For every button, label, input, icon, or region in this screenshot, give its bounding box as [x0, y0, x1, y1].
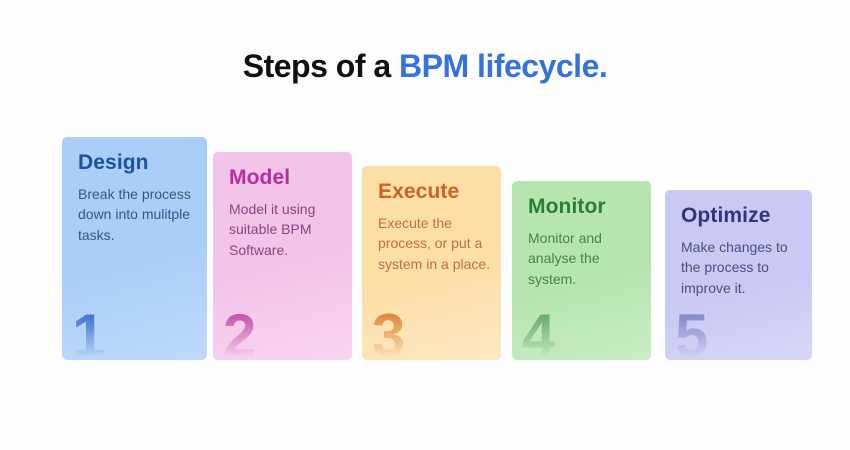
step-title: Execute [378, 180, 460, 203]
step-description: Execute the process, or put a system in … [378, 215, 491, 272]
step-number: 1 [72, 302, 106, 369]
step-number: 2 [223, 302, 257, 369]
step-card-design: Design Break the process down into mulit… [62, 137, 207, 366]
step-card-monitor: Monitor Monitor and analyse the system. … [512, 181, 651, 366]
step-number: 3 [372, 302, 406, 369]
page-title: Steps of a BPM lifecycle. [0, 47, 850, 85]
title-prefix: Steps of a [242, 48, 400, 84]
title-highlight: BPM lifecycle. [399, 48, 608, 84]
step-card-optimize: Optimize Make changes to the process to … [665, 190, 812, 366]
step-card-model: Model Model it using suitable BPM Softwa… [213, 152, 352, 366]
step-description: Make changes to the process to improve i… [681, 239, 788, 296]
step-card-execute: Execute Execute the process, or put a sy… [362, 166, 501, 366]
step-description: Model it using suitable BPM Software. [229, 201, 316, 258]
step-number: 4 [522, 302, 556, 369]
step-title: Model [229, 166, 291, 189]
step-title: Optimize [681, 204, 771, 227]
step-description: Break the process down into mulitple tas… [78, 186, 191, 243]
step-number: 5 [675, 302, 709, 369]
step-description: Monitor and analyse the system. [528, 230, 602, 287]
step-title: Monitor [528, 195, 606, 218]
step-title: Design [78, 151, 149, 174]
